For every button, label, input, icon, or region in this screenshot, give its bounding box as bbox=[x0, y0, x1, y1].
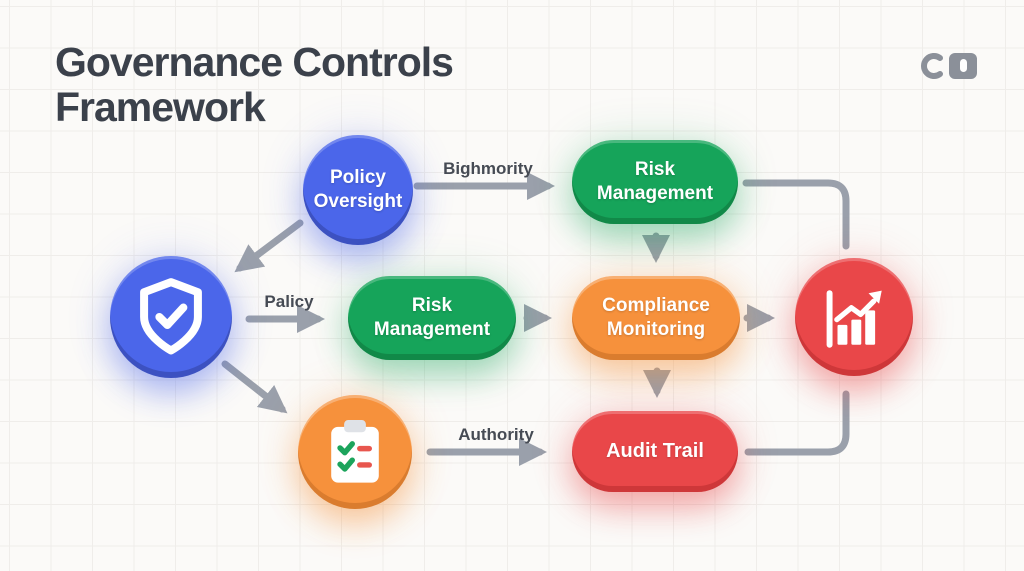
node-risk-management-mid: Risk Management bbox=[348, 276, 516, 360]
edge-audit-elbow-analytics bbox=[744, 390, 850, 456]
node-policy-oversight: Policy Oversight bbox=[303, 135, 413, 245]
node-policy-oversight-label: Policy Oversight bbox=[313, 167, 403, 212]
brand-logo bbox=[918, 50, 980, 82]
node-shield bbox=[110, 256, 232, 378]
clipboard-checklist-icon bbox=[331, 420, 379, 483]
node-risk-management-top: Risk Management bbox=[572, 140, 738, 224]
node-risk-management-mid-label: Risk Management bbox=[373, 295, 491, 340]
brand-mark-icon bbox=[921, 53, 977, 79]
edge-risk-top-elbow-analytics bbox=[742, 179, 850, 250]
edge-label-bighmority: Bighmority bbox=[443, 159, 533, 178]
node-risk-management-top-label: Risk Management bbox=[596, 159, 714, 204]
bar-chart-trend-icon bbox=[826, 290, 882, 348]
node-audit-trail: Audit Trail bbox=[572, 411, 738, 492]
edge-label-authority: Authority bbox=[458, 425, 534, 444]
node-analytics bbox=[795, 258, 913, 376]
shield-check-icon bbox=[140, 278, 202, 355]
node-audit-trail-label: Audit Trail bbox=[606, 440, 704, 462]
node-checklist bbox=[298, 395, 412, 509]
edge-shield-to-clipboard bbox=[221, 360, 288, 414]
node-compliance-monitoring-label: Compliance Monitoring bbox=[602, 295, 710, 340]
node-compliance-monitoring: Compliance Monitoring bbox=[572, 276, 740, 360]
page-title: Governance Controls Framework bbox=[55, 39, 454, 131]
edge-label-palicy: Palicy bbox=[264, 292, 314, 311]
edge-oversight-to-shield bbox=[234, 219, 304, 273]
